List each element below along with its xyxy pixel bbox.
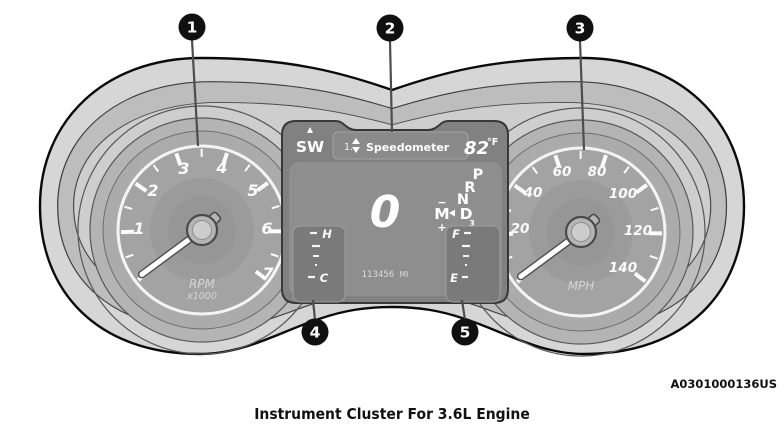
callout-lines [190, 39, 586, 321]
speedo-number: 40 [523, 185, 543, 201]
callout-marker-3: 3 [566, 14, 594, 42]
odometer-value: 113456 [362, 270, 394, 280]
callout-marker-1: 1 [178, 13, 206, 41]
callout-marker-2: 2 [376, 14, 404, 42]
speedometer-numbers: 20 40 60 80 100 120 140 [511, 164, 652, 276]
gear-d: D [460, 205, 473, 223]
speedometer-gauge: 20 40 60 80 100 120 140 MPH [456, 107, 706, 357]
digital-speed-readout: 0 [370, 187, 401, 238]
compass-heading: SW [296, 138, 324, 156]
manual-plus: + [437, 221, 446, 234]
left-arrow-icon [449, 209, 455, 217]
center-display: SW 1. Speedometer 82 °F 0 P R N D M − + … [281, 120, 509, 304]
manual-minus: − [437, 196, 446, 209]
speedo-number: 20 [511, 221, 530, 237]
callout-number-3: 3 [575, 20, 586, 38]
odometer-unit: MI [400, 270, 409, 279]
menu-selector-box [332, 131, 469, 160]
tach-number: 3 [178, 159, 189, 178]
callout-number-2: 2 [385, 20, 396, 38]
gear-n: N [457, 192, 469, 208]
tachometer-gauge: 1 2 3 4 5 6 7 RPM x1000 [77, 105, 327, 355]
tach-number: 5 [247, 181, 258, 200]
outside-temp-unit: °F [487, 137, 498, 148]
fuel-full-label: F [452, 227, 460, 241]
speedometer-hub [564, 213, 601, 249]
figure-caption: Instrument Cluster For 3.6L Engine [254, 407, 530, 424]
callouts: 1 2 3 4 5 [178, 13, 594, 346]
temp-hot-label: H [322, 227, 332, 241]
outside-temperature: 82 °F [464, 137, 498, 159]
fuel-gauge: F E [445, 225, 501, 303]
gear-indicator: P R N D M − + 3 [434, 167, 483, 234]
speedometer-unit-label: MPH [568, 279, 595, 293]
callout-marker-5: 5 [451, 318, 479, 346]
callout-number-4: 4 [310, 324, 321, 342]
manual-mode-letter: M [434, 205, 449, 223]
temp-cold-label: C [320, 271, 329, 285]
speedo-number: 120 [624, 223, 652, 239]
compass-arrow-icon [307, 127, 313, 133]
odometer: 113456 MI [362, 270, 409, 280]
up-down-arrows-icon [352, 138, 360, 153]
tachometer-unit-label: RPM [189, 277, 216, 291]
speedo-number: 100 [609, 186, 637, 202]
tach-number: 6 [261, 219, 272, 238]
temperature-gauge: H C [292, 225, 346, 303]
tachometer-multiplier-label: x1000 [186, 291, 217, 302]
tach-number: 4 [215, 158, 227, 177]
fuel-empty-label: E [450, 271, 458, 285]
callout-marker-4: 4 [301, 318, 329, 346]
tachometer-hub [185, 211, 222, 247]
figure-code: A0301000136US [670, 377, 777, 391]
gear-subscript: 3 [469, 219, 475, 228]
speedo-number: 80 [588, 164, 607, 180]
tach-number: 7 [262, 264, 274, 283]
callout-number-5: 5 [460, 324, 471, 342]
tach-number: 1 [133, 219, 144, 238]
menu-selected-item: Speedometer [366, 141, 450, 154]
tach-number: 2 [147, 181, 158, 200]
menu-index: 1. [344, 142, 353, 153]
speedo-number: 60 [553, 164, 572, 180]
outside-temp-value: 82 [464, 138, 489, 159]
gear-p: P [473, 167, 484, 183]
tachometer-numbers: 1 2 3 4 5 6 7 [133, 158, 274, 283]
figure-caption-wrap: Instrument Cluster For 3.6L Engine [254, 407, 530, 424]
speedo-number: 140 [609, 260, 637, 276]
gear-r: R [464, 180, 475, 196]
callout-number-1: 1 [187, 19, 198, 37]
